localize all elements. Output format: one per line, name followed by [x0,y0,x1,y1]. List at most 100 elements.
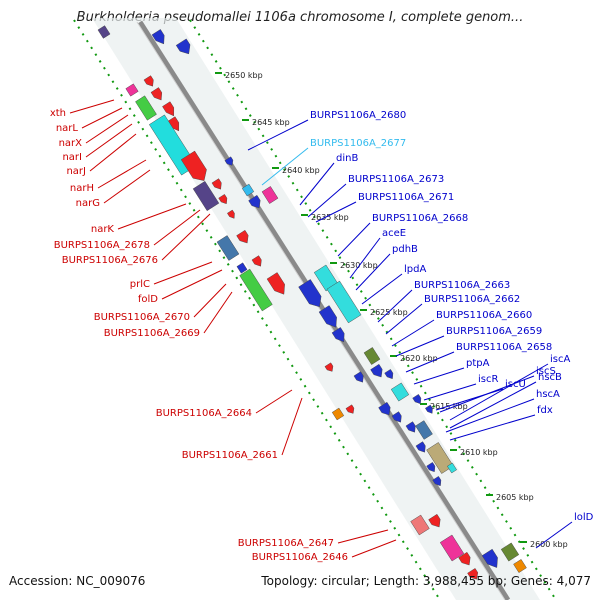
gene-feature-left[interactable] [239,268,273,312]
gene-feature-left[interactable] [180,150,211,185]
gene-label-right[interactable]: BURPS1106A_2659 [446,326,542,337]
gene-label-left[interactable]: narH [70,183,94,194]
gene-label-right[interactable]: iscS [536,366,556,377]
gene-feature-right[interactable] [425,404,434,415]
gene-feature-right[interactable] [384,369,396,380]
gene-feature-left[interactable] [192,180,220,212]
gene-feature-right[interactable] [481,548,502,571]
gene-label-right[interactable]: aceE [382,228,406,239]
gene-feature-left[interactable] [162,101,177,119]
gene-feature-left[interactable] [218,194,230,205]
gene-feature-right[interactable] [405,421,418,435]
gene-feature-left[interactable] [211,178,224,192]
gene-feature-right[interactable] [426,462,438,473]
gene-label-left[interactable]: narG [76,198,100,209]
gene-label-right[interactable]: BURPS1106A_2680 [310,110,406,121]
gene-label-right[interactable]: BURPS1106A_2658 [456,342,552,353]
gene-label-right[interactable]: iscU [505,379,526,390]
gene-label-right[interactable]: BURPS1106A_2662 [424,294,520,305]
gene-feature-right[interactable] [331,327,348,344]
gene-feature-right[interactable] [415,420,433,440]
gene-feature-right[interactable] [412,394,424,405]
gene-label-right[interactable]: BURPS1106A_2660 [436,310,532,321]
gene-feature-left[interactable] [236,229,252,245]
gene-label-right[interactable]: BURPS1106A_2673 [348,174,444,185]
gene-label-left[interactable]: BURPS1106A_2664 [156,408,252,419]
gene-label-left[interactable]: BURPS1106A_2676 [62,255,158,266]
gene-feature-left[interactable] [135,95,157,121]
gene-feature-right[interactable] [447,462,457,474]
gene-label-right[interactable]: hscB [538,372,562,383]
gene-feature-left[interactable] [143,75,156,89]
gene-feature-left[interactable] [125,83,139,97]
gene-feature-left[interactable] [410,514,430,536]
gene-feature-left[interactable] [439,534,465,562]
gene-feature-left[interactable] [266,272,289,297]
gene-feature-right[interactable] [500,542,520,562]
gene-feature-right[interactable] [391,411,404,425]
gene-feature-right[interactable] [241,183,255,197]
gene-feature-right[interactable] [326,280,362,324]
gene-feature-right[interactable] [415,441,428,455]
gene-label-left[interactable]: narJ [66,166,86,177]
gene-feature-right[interactable] [298,279,326,310]
gene-label-left[interactable]: xth [50,108,66,119]
gene-feature-right[interactable] [318,305,341,330]
gene-label-right[interactable]: dinB [336,153,358,164]
gene-feature-right[interactable] [353,371,366,385]
gene-feature-right[interactable] [513,559,527,573]
gene-label-right[interactable]: fdx [537,405,553,416]
gene-label-right[interactable]: BURPS1106A_2668 [372,213,468,224]
gene-label-right[interactable]: lpdA [404,264,426,275]
gene-label-left[interactable]: narI [62,152,82,163]
gene-label-right[interactable]: hscA [536,389,560,400]
gene-feature-right[interactable] [224,156,235,168]
gene-feature-left[interactable] [345,404,356,416]
gene-feature-right[interactable] [390,382,410,402]
gene-feature-right[interactable] [261,186,279,204]
gene-feature-left[interactable] [167,116,182,134]
gene-label-left[interactable]: prlC [130,279,150,290]
gene-label-left[interactable]: BURPS1106A_2678 [54,240,150,251]
gene-feature-left[interactable] [227,209,236,220]
gene-feature-right[interactable] [248,194,264,210]
leader-line [161,213,211,261]
leader-line [449,381,537,429]
leader-line [299,162,335,206]
gene-label-left[interactable]: narK [91,224,115,235]
gene-label-right[interactable]: iscR [478,374,498,385]
gene-label-left[interactable]: narX [59,138,83,149]
gene-label-right[interactable]: BURPS1106A_2671 [358,192,454,203]
gene-feature-right[interactable] [363,347,381,365]
gene-label-left[interactable]: narL [56,123,79,134]
gene-feature-right[interactable] [378,401,394,417]
gene-feature-left[interactable] [428,513,444,529]
gene-feature-left[interactable] [97,25,111,39]
gene-feature-left[interactable] [467,568,481,581]
gene-label-right[interactable]: lolD [574,512,594,523]
gene-feature-left[interactable] [151,29,168,46]
gene-feature-right[interactable] [426,442,454,474]
gene-label-right[interactable]: BURPS1106A_2663 [414,280,510,291]
leader-line [247,119,309,151]
gene-label-left[interactable]: BURPS1106A_2661 [182,450,278,461]
gene-label-right[interactable]: pdhB [392,244,418,255]
gene-label-left[interactable]: BURPS1106A_2647 [238,538,334,549]
gene-feature-left[interactable] [324,362,335,374]
gene-label-right[interactable]: BURPS1106A_2677 [310,138,406,149]
gene-feature-right[interactable] [175,38,194,57]
gene-label-right[interactable]: iscA [550,354,570,365]
gene-feature-left[interactable] [251,255,264,269]
gene-feature-left[interactable] [331,407,345,421]
gene-feature-left[interactable] [150,87,165,103]
gene-feature-left[interactable] [236,262,248,274]
gene-label-left[interactable]: folD [138,294,158,305]
gene-feature-left[interactable] [216,235,240,261]
gene-label-left[interactable]: BURPS1106A_2646 [252,552,348,563]
gene-feature-right[interactable] [432,476,444,487]
gene-feature-right[interactable] [370,363,386,379]
gene-label-right[interactable]: ptpA [466,358,490,369]
gene-label-left[interactable]: BURPS1106A_2670 [94,312,190,323]
gene-label-left[interactable]: BURPS1106A_2669 [104,328,200,339]
gene-feature-left[interactable] [458,551,474,567]
